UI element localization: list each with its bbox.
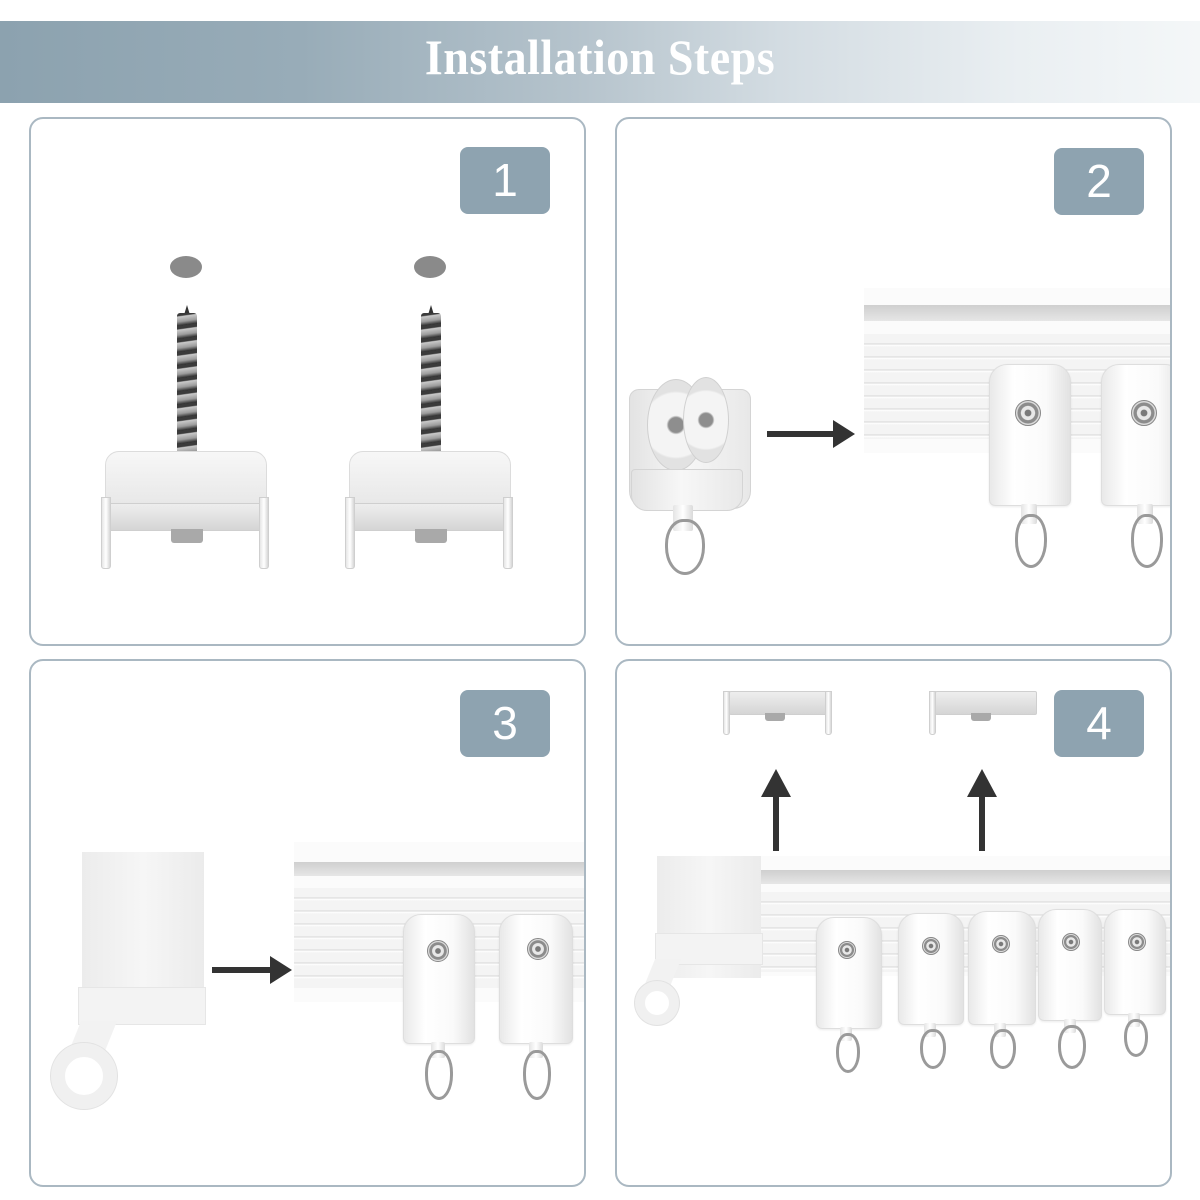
arrow-right-icon — [212, 956, 292, 984]
wall-anchor-icon — [414, 256, 446, 278]
step-badge-3: 3 — [460, 690, 550, 757]
hook-ring-icon — [990, 1029, 1016, 1069]
pulley-wheel-icon — [683, 377, 729, 463]
screw-icon — [421, 313, 441, 473]
step-panel-2: 2 — [615, 117, 1172, 646]
end-cap-ring-icon — [635, 981, 679, 1025]
arrow-up-icon — [967, 769, 997, 851]
step-panel-1: 1 — [29, 117, 586, 646]
step-badge-1: 1 — [460, 147, 550, 214]
hook-ring-icon — [1131, 514, 1163, 568]
header-banner: Installation Steps — [0, 21, 1200, 103]
end-cap-ring-icon — [51, 1043, 117, 1109]
step-badge-4: 4 — [1054, 690, 1144, 757]
hook-ring-icon — [1015, 514, 1047, 568]
arrow-up-icon — [761, 769, 791, 851]
step-badge-2: 2 — [1054, 148, 1144, 215]
screw-icon — [177, 313, 197, 473]
step-panel-3: 3 — [29, 659, 586, 1187]
page-title: Installation Steps — [424, 29, 776, 86]
hook-ring-icon — [1124, 1019, 1148, 1057]
hook-ring-icon — [836, 1033, 860, 1073]
hook-ring-icon — [1058, 1025, 1086, 1069]
wall-anchor-icon — [170, 256, 202, 278]
hook-ring-icon — [665, 519, 705, 575]
hook-ring-icon — [425, 1050, 453, 1100]
hook-ring-icon — [920, 1029, 946, 1069]
step-panel-4: 4 — [615, 659, 1172, 1187]
hook-ring-icon — [523, 1050, 551, 1100]
arrow-right-icon — [767, 420, 855, 448]
